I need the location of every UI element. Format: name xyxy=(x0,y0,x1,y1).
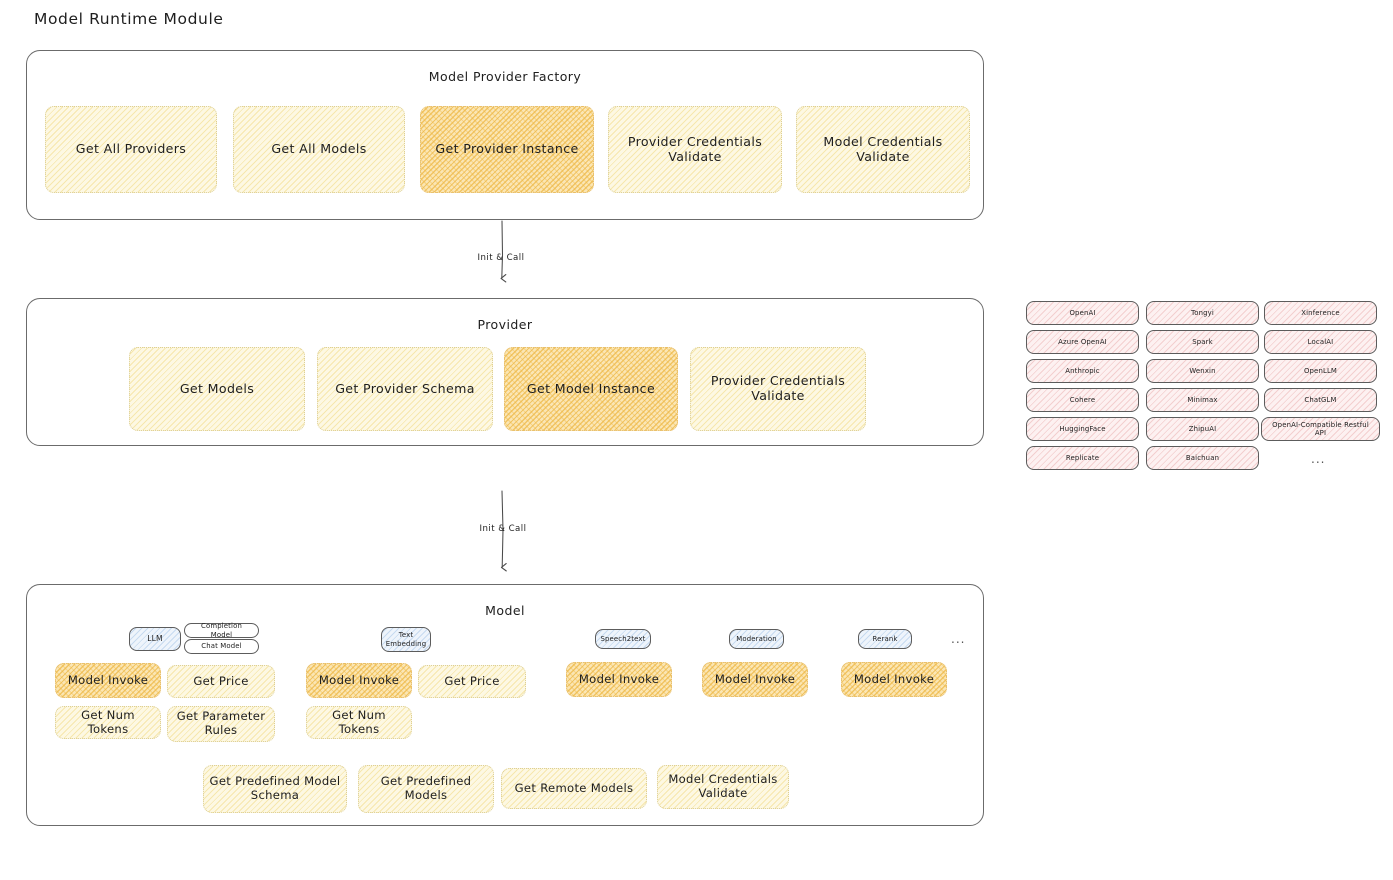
provider-chip-replicate[interactable]: Replicate xyxy=(1026,446,1139,470)
provider-box-get-models[interactable]: Get Models xyxy=(129,347,305,431)
factory-box-get-all-providers[interactable]: Get All Providers xyxy=(45,106,217,193)
provider-chip-baichuan[interactable]: Baichuan xyxy=(1146,446,1259,470)
model-tag-completion-model[interactable]: Completion Model xyxy=(184,622,259,639)
provider-chip-spark[interactable]: Spark xyxy=(1146,330,1259,354)
model-common-get-predefined-models[interactable]: Get Predefined Models xyxy=(358,765,494,813)
model-common-model-credentials-validate[interactable]: Model Credentials Validate xyxy=(657,765,789,809)
factory-box-provider-credentials-validate[interactable]: Provider Credentials Validate xyxy=(608,106,782,193)
text-embedding-method-model-invoke[interactable]: Model Invoke xyxy=(306,663,412,698)
provider-chip-anthropic[interactable]: Anthropic xyxy=(1026,359,1139,383)
text-embedding-method-get-num-tokens[interactable]: Get Num Tokens xyxy=(306,706,412,739)
provider-chip-openllm[interactable]: OpenLLM xyxy=(1264,359,1377,383)
provider-chip-zhipuai[interactable]: ZhipuAI xyxy=(1146,417,1259,441)
provider-chip-chatglm[interactable]: ChatGLM xyxy=(1264,388,1377,412)
model-type-badge-moderation[interactable]: Moderation xyxy=(729,629,784,649)
arrow-label-init-and-call-2: Init & Call xyxy=(479,524,527,534)
llm-method-get-price[interactable]: Get Price xyxy=(167,665,275,698)
model-type-badge-llm[interactable]: LLM xyxy=(129,627,181,651)
arrow-label-init-and-call-1: Init & Call xyxy=(477,253,525,263)
provider-chip-wenxin[interactable]: Wenxin xyxy=(1146,359,1259,383)
provider-chip-huggingface[interactable]: HuggingFace xyxy=(1026,417,1139,441)
factory-box-model-credentials-validate[interactable]: Model Credentials Validate xyxy=(796,106,970,193)
provider-title: Provider xyxy=(477,317,533,332)
factory-box-get-provider-instance[interactable]: Get Provider Instance xyxy=(420,106,594,193)
provider-chip-tongyi[interactable]: Tongyi xyxy=(1146,301,1259,325)
model-tag-chat-model[interactable]: Chat Model xyxy=(184,639,259,654)
provider-chip-azure-openai[interactable]: Azure OpenAI xyxy=(1026,330,1139,354)
provider-chip-openai-compatible-restful-api[interactable]: OpenAI-Compatible Restful API xyxy=(1261,417,1380,441)
page-title: Model Runtime Module xyxy=(34,10,224,28)
provider-chip-openai[interactable]: OpenAI xyxy=(1026,301,1139,325)
provider-box-provider-credentials-validate[interactable]: Provider Credentials Validate xyxy=(690,347,866,431)
provider-box-get-provider-schema[interactable]: Get Provider Schema xyxy=(317,347,493,431)
rerank-method-model-invoke[interactable]: Model Invoke xyxy=(841,662,947,697)
model-type-badge-rerank[interactable]: Rerank xyxy=(858,629,912,649)
moderation-method-model-invoke[interactable]: Model Invoke xyxy=(702,662,808,697)
llm-method-get-parameter-rules[interactable]: Get Parameter Rules xyxy=(167,706,275,742)
provider-chip-localai[interactable]: LocalAI xyxy=(1264,330,1377,354)
model-type-badge-text-embedding[interactable]: Text Embedding xyxy=(381,627,431,652)
model-common-get-remote-models[interactable]: Get Remote Models xyxy=(501,768,647,809)
model-type-badge-speech2text[interactable]: Speech2text xyxy=(595,629,651,649)
model-provider-factory-title: Model Provider Factory xyxy=(428,69,582,84)
model-types-ellipsis: ... xyxy=(951,632,966,646)
model-common-get-predefined-model-schema[interactable]: Get Predefined Model Schema xyxy=(203,765,347,813)
provider-box-get-model-instance[interactable]: Get Model Instance xyxy=(504,347,678,431)
text-embedding-method-get-price[interactable]: Get Price xyxy=(418,665,526,698)
model-title: Model xyxy=(485,603,525,618)
llm-method-model-invoke[interactable]: Model Invoke xyxy=(55,663,161,698)
speech2text-method-model-invoke[interactable]: Model Invoke xyxy=(566,662,672,697)
provider-list-ellipsis: ... xyxy=(1311,452,1326,466)
provider-chip-xinference[interactable]: Xinference xyxy=(1264,301,1377,325)
llm-method-get-num-tokens[interactable]: Get Num Tokens xyxy=(55,706,161,739)
provider-chip-minimax[interactable]: Minimax xyxy=(1146,388,1259,412)
provider-chip-cohere[interactable]: Cohere xyxy=(1026,388,1139,412)
factory-box-get-all-models[interactable]: Get All Models xyxy=(233,106,405,193)
